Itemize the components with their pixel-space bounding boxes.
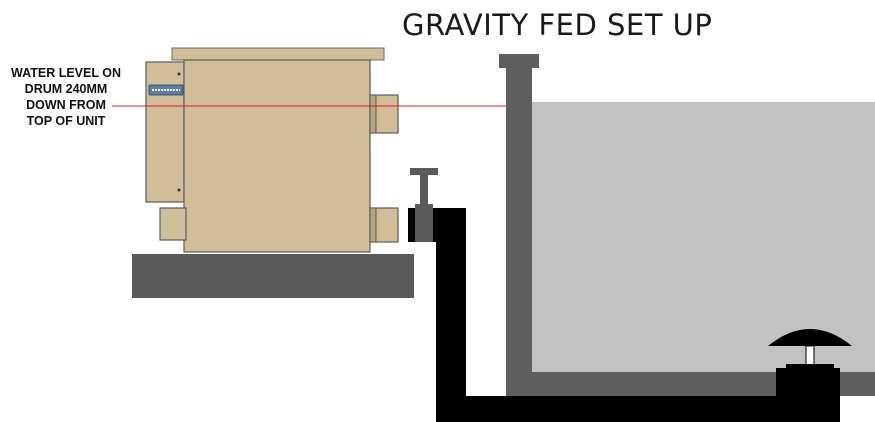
valve-handle xyxy=(410,168,438,175)
valve-stem xyxy=(420,174,428,204)
drum-filter-unit xyxy=(145,47,399,253)
annotation-line: DRUM 240MM xyxy=(24,82,108,96)
waste-outlet-port xyxy=(159,207,187,241)
unit-platform xyxy=(132,254,414,298)
drain-collar xyxy=(786,364,834,372)
unit-side-face xyxy=(145,61,185,203)
bottom-drain xyxy=(768,329,852,372)
pipe-horizontal-bottom xyxy=(436,396,840,422)
tank-wall-cap xyxy=(499,54,539,68)
annotation-line: WATER LEVEL ON xyxy=(11,66,121,80)
tank-water xyxy=(532,102,875,372)
drain-dome xyxy=(768,329,852,346)
valve-body xyxy=(415,204,433,242)
pipe-riser xyxy=(776,368,840,422)
diagram-title: GRAVITY FED SET UP xyxy=(402,8,713,42)
annotation-line: DOWN FROM xyxy=(26,98,106,112)
unit-main-body xyxy=(183,59,371,253)
water-level-annotation: WATER LEVEL ON DRUM 240MM DOWN FROM TOP … xyxy=(4,65,128,129)
gate-valve xyxy=(410,168,438,242)
unit-lid xyxy=(171,47,385,61)
annotation-line: TOP OF UNIT xyxy=(26,114,106,128)
tank-left-wall xyxy=(506,62,532,396)
unit-screw xyxy=(177,188,181,192)
unit-screw xyxy=(177,72,181,76)
pipe-vertical xyxy=(436,208,466,422)
